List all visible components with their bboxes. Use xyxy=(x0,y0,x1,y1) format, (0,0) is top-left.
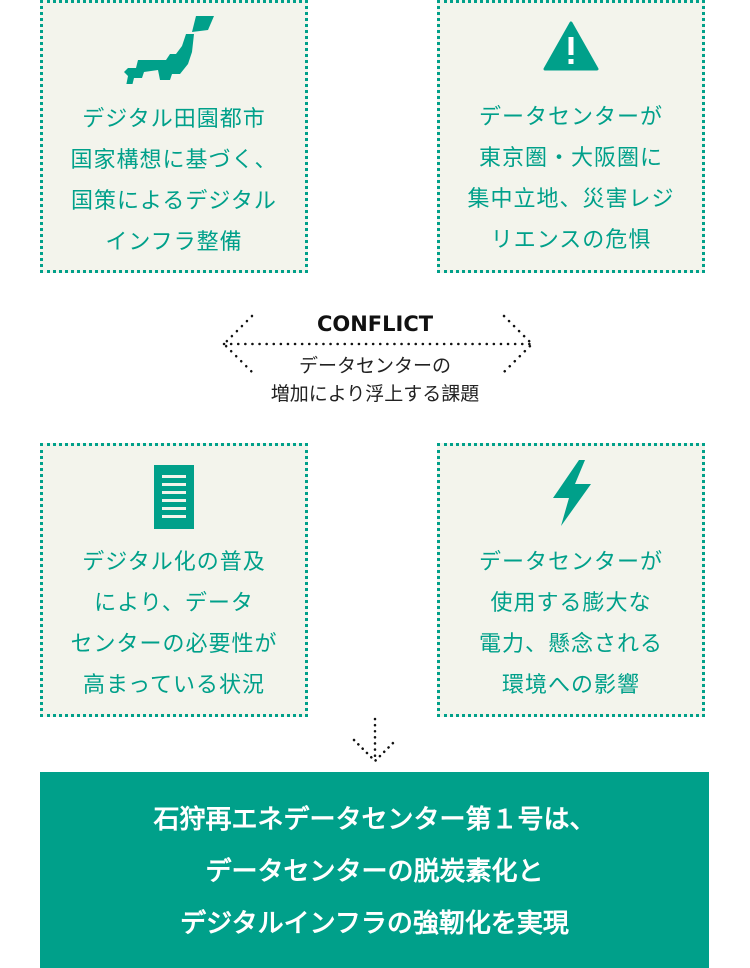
card-text: デジタル化の普及 により、データ センターの必要性が 高まっている状況 xyxy=(70,550,278,698)
card-digitalization: デジタル化の普及 により、データ センターの必要性が 高まっている状況 xyxy=(40,443,308,717)
warning-icon xyxy=(543,13,599,79)
conflict-subtitle: データセンターの 増加により浮上する課題 xyxy=(270,355,480,405)
japan-map-icon xyxy=(124,15,224,84)
card-disaster-resilience: データセンターが 東京圏・大阪圏に 集中立地、災害レジ リエンスの危惧 xyxy=(437,0,705,273)
down-arrow-icon xyxy=(352,717,398,763)
document-icon xyxy=(154,464,194,530)
lightning-icon xyxy=(549,460,593,526)
result-banner: 石狩再エネデータセンター第１号は、 データセンターの脱炭素化と デジタルインフラ… xyxy=(40,772,709,968)
conflict-title: CONFLICT xyxy=(316,312,434,336)
card-power-consumption: データセンターが 使用する膨大な 電力、懸念される 環境への影響 xyxy=(437,443,705,717)
card-text: デジタル田園都市 国家構想に基づく、 国策によるデジタル インフラ整備 xyxy=(70,107,278,255)
conflict-arrow: CONFLICT データセンターの 増加により浮上する課題 xyxy=(0,310,750,408)
card-digital-infrastructure: デジタル田園都市 国家構想に基づく、 国策によるデジタル インフラ整備 xyxy=(40,0,308,273)
card-text: データセンターが 東京圏・大阪圏に 集中立地、災害レジ リエンスの危惧 xyxy=(467,105,675,253)
card-text: データセンターが 使用する膨大な 電力、懸念される 環境への影響 xyxy=(478,550,663,698)
